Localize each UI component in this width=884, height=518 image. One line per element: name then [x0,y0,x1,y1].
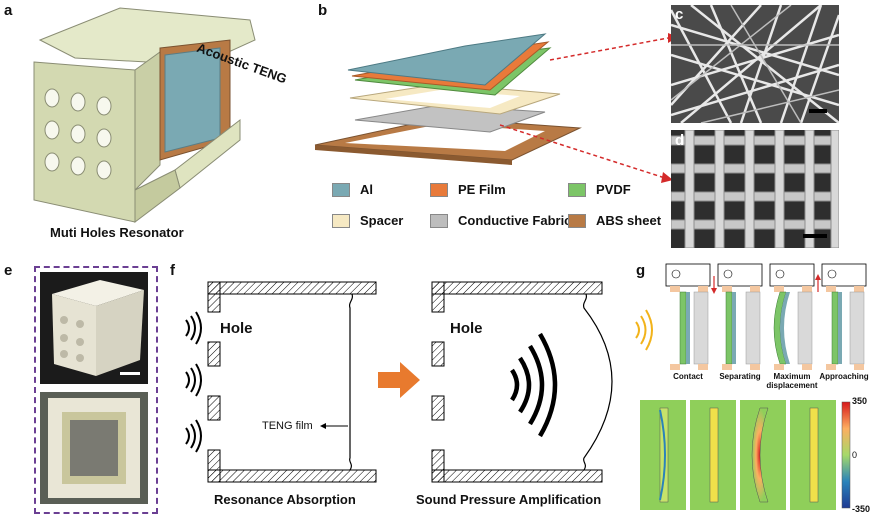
legend-pe-label: PE Film [458,182,506,197]
legend-al-label: Al [360,182,373,197]
panel-c-label: c [675,6,684,23]
photo-frame-dashed [34,266,158,514]
panel-a-caption: Muti Holes Resonator [50,225,184,240]
hole-label-right: Hole [450,320,483,337]
state-separating: Separating [719,372,761,381]
panel-d-label: d [675,132,685,149]
teng-film-label: TENG film [262,420,313,432]
sem-image-fibers [671,5,839,123]
panel-a-label: a [4,2,13,19]
abs-swatch [568,213,586,228]
panel-e-label: e [4,262,13,279]
sound-wave-icon [635,309,653,351]
photo-resonator-cube [40,272,148,384]
colorbar-max: 350 [852,396,868,406]
al-swatch [332,182,350,197]
spacer-swatch [332,213,350,228]
legend-abs-label: ABS sheet [596,213,662,228]
fabric-swatch [430,213,448,228]
colorbar-min: -350 [852,504,871,514]
fiber-network [671,5,839,123]
woven-grid [671,130,839,248]
state-maximum-displacement: Maximum displacement [766,372,818,390]
panel-g-label: g [636,262,646,279]
legend-al: Al [332,182,373,197]
legend-pvdf: PVDF [568,182,631,197]
legend-pvdf-label: PVDF [596,182,631,197]
photo-resonator-inside [40,392,148,504]
legend-abs-sheet: ABS sheet [568,213,661,228]
panel-b-label: b [318,2,328,19]
state-contact: Contact [673,372,703,381]
panel-f-label: f [170,262,175,279]
legend-conductive-fabric: Conductive Fabric [430,213,571,228]
hole-label-left: Hole [220,320,253,337]
legend-fabric-label: Conductive Fabric [458,213,572,228]
legend-spacer: Spacer [332,213,403,228]
sem-image-woven-fabric [671,130,839,248]
inside-photo-shape [48,398,140,498]
legend-pe-film: PE Film [430,182,506,197]
pvdf-swatch [568,182,586,197]
cube-photo-shape [52,280,144,376]
pe-film-swatch [430,182,448,197]
state-approaching: Approaching [819,372,869,381]
colorbar-mid: 0 [852,450,858,460]
legend-spacer-label: Spacer [360,213,404,228]
caption-sound-pressure-amplification: Sound Pressure Amplification [416,492,602,507]
caption-resonance-absorption: Resonance Absorption [214,492,356,507]
